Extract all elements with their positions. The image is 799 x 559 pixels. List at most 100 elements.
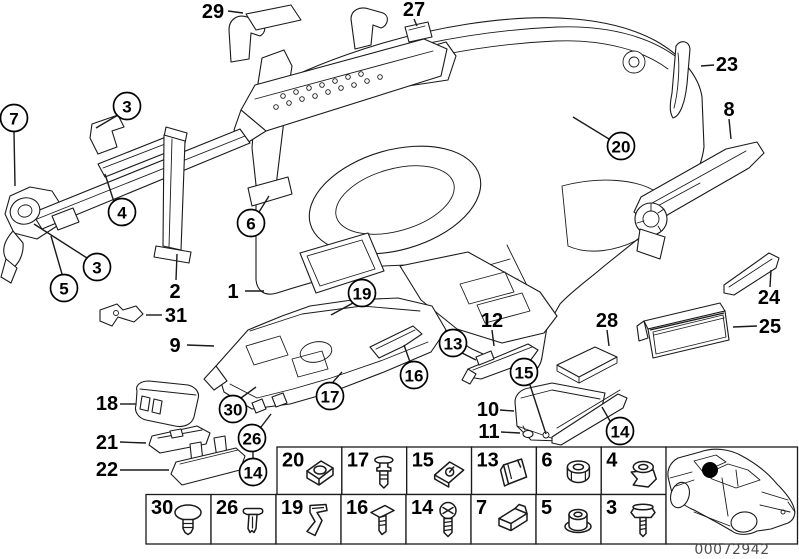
legend-cell-15[interactable]: 15 (406, 446, 473, 496)
callout-11[interactable]: 11 (478, 421, 521, 443)
legend-cell-5[interactable]: 5 (535, 493, 602, 545)
legend-cell-7[interactable]: 7 (470, 493, 537, 545)
callout-circle (0, 103, 29, 133)
callout-10[interactable]: 10 (477, 399, 515, 421)
callout-21[interactable]: 21 (96, 432, 147, 454)
legend-cell-13[interactable]: 13 (470, 446, 538, 496)
legend-cell-20[interactable]: 20 (276, 446, 343, 496)
beam-foot-bracket (51, 207, 80, 231)
callout-3[interactable]: 3 (95, 91, 142, 129)
callout-1[interactable]: 1 (227, 281, 264, 303)
callout-31[interactable]: 31 (146, 305, 187, 327)
callout-16[interactable]: 16 (399, 344, 429, 390)
callout-19[interactable]: 19 (330, 278, 377, 316)
legend-cell-number: 14 (411, 497, 434, 519)
cover-plate (148, 425, 211, 454)
callout-13[interactable]: 13 (438, 328, 477, 361)
legend-cell-16[interactable]: 16 (340, 493, 407, 545)
legend-cell-4[interactable]: 4 (600, 446, 667, 496)
leader-line (13, 131, 16, 187)
center-console (399, 251, 558, 344)
callout-number: 10 (477, 399, 499, 421)
foam-pad (556, 346, 618, 384)
car-location-inset (667, 448, 796, 535)
lower-trim-panel (203, 297, 447, 414)
legend-cell-6[interactable]: 6 (535, 446, 602, 496)
carrier-beam (0, 114, 251, 284)
insulation-pad (245, 4, 302, 31)
callout-circle (315, 381, 345, 411)
callout-24[interactable]: 24 (758, 269, 781, 309)
callout-30[interactable]: 30 (218, 386, 257, 424)
legend-cell-number: 15 (412, 450, 434, 472)
legend-cell-number: 7 (476, 497, 487, 519)
leader-line (330, 302, 354, 316)
callout-circle (107, 197, 137, 227)
callout-number: 21 (96, 432, 118, 454)
leader-line (119, 441, 147, 444)
leader-line (95, 114, 119, 129)
callout-25[interactable]: 25 (732, 316, 781, 338)
legend-cell-30[interactable]: 30 (145, 493, 212, 545)
callout-23[interactable]: 23 (700, 54, 738, 76)
callout-26[interactable]: 26 (237, 413, 272, 453)
callout-2[interactable]: 2 (169, 253, 181, 303)
dashboard-panel (255, 17, 705, 374)
callout-20[interactable]: 20 (572, 116, 636, 161)
callout-28[interactable]: 28 (596, 310, 618, 347)
callout-9[interactable]: 9 (169, 335, 215, 357)
callout-12[interactable]: 12 (481, 310, 503, 347)
leader-line (403, 344, 411, 363)
legend-cell-number: 17 (347, 450, 369, 472)
leader-line (700, 64, 715, 67)
legend-cell-19[interactable]: 19 (275, 493, 342, 545)
car-outline (667, 448, 796, 535)
duct-bracket-right (350, 7, 388, 50)
callout-6[interactable]: 6 (236, 195, 270, 238)
callout-number: 12 (481, 310, 503, 332)
callout-17[interactable]: 17 (315, 371, 345, 411)
callout-8[interactable]: 8 (723, 99, 735, 140)
legend-cell-number: 30 (151, 497, 173, 519)
callout-7[interactable]: 7 (0, 103, 29, 187)
left-vent-opening (299, 232, 385, 294)
leader-line (33, 223, 88, 259)
leader-line (732, 325, 758, 328)
callout-circle (399, 360, 429, 390)
callout-18[interactable]: 18 (96, 393, 136, 415)
callout-number: 15 (515, 364, 534, 383)
glovebox-module (514, 382, 628, 446)
legend-cell-number: 26 (216, 497, 238, 519)
legend-cell-17[interactable]: 17 (341, 446, 408, 496)
callout-5[interactable]: 5 (49, 235, 79, 303)
callout-4[interactable]: 4 (104, 173, 137, 227)
callout-27[interactable]: 27 (403, 0, 425, 27)
legend-cell-3[interactable]: 3 (600, 493, 667, 545)
leader-line (50, 235, 63, 275)
leader-line (104, 173, 115, 203)
callout-14[interactable]: 14 (601, 406, 635, 446)
callout-circle (112, 91, 142, 121)
callout-number: 29 (202, 1, 224, 23)
callout-number: 16 (405, 367, 424, 386)
callout-29[interactable]: 29 (202, 1, 244, 23)
leader-line (227, 10, 244, 14)
callout-number: 8 (723, 99, 734, 121)
legend-cell-number: 4 (606, 450, 618, 472)
callout-number: 5 (59, 280, 68, 299)
legend-cell-number: 5 (541, 497, 552, 519)
glovebox-lid-strip (551, 393, 628, 446)
callout-15[interactable]: 15 (509, 357, 547, 435)
legend-cell-border (210, 493, 277, 545)
legend-cell-14[interactable]: 14 (405, 493, 472, 545)
legend-cell-26[interactable]: 26 (210, 493, 277, 545)
callout-22[interactable]: 22 (96, 459, 169, 481)
callout-14[interactable]: 14 (238, 452, 268, 487)
duct-holes (273, 71, 383, 110)
callout-number: 13 (444, 335, 463, 354)
callout-3[interactable]: 3 (33, 223, 112, 282)
callout-number: 19 (353, 285, 372, 304)
callout-number: 20 (612, 138, 631, 157)
